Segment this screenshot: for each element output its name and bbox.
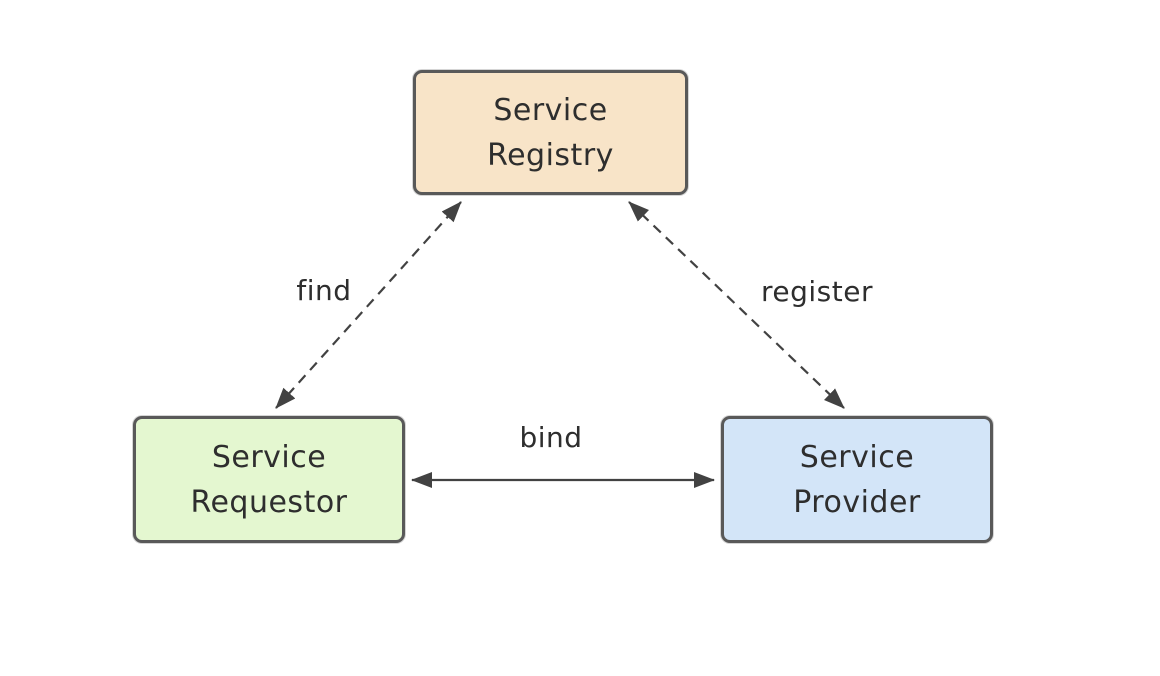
node-service-provider: Service Provider xyxy=(721,416,993,543)
find-edge-line xyxy=(275,201,462,409)
node-service-requestor: Service Requestor xyxy=(133,416,405,543)
edge-label-bind: bind xyxy=(519,421,583,454)
edge-label-register: register xyxy=(761,275,873,308)
node-service-registry: Service Registry xyxy=(413,70,688,195)
edge-label-find: find xyxy=(296,274,352,307)
